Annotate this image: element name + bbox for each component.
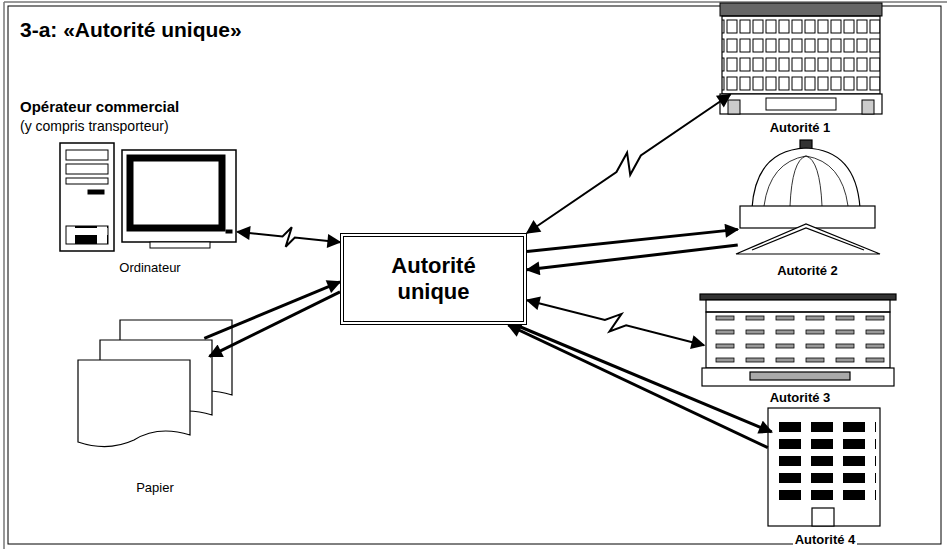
paper-flow-arrow [508,325,768,448]
windows [772,418,876,504]
electronic-link [527,300,704,345]
door [862,100,874,114]
building-icon [720,3,882,114]
ground-floor [720,94,882,114]
entrance [750,372,850,380]
drive-bay [66,150,108,160]
drive-bay [66,164,108,174]
dome-icon [736,140,880,254]
frame [4,2,947,549]
authority-node: Autorité 1 [715,0,885,135]
computer-node: Ordinateur [55,140,245,275]
electronic-link [237,227,340,246]
frame-line [8,6,941,544]
monitor [122,150,236,242]
facade [722,16,880,94]
side-label: Opérateur commercial [20,98,179,115]
button [226,230,232,233]
paper-node: Papier [70,315,240,495]
paper-icon [78,320,232,447]
dome [752,148,860,208]
authority-node: Autorité 4 [760,405,890,547]
door [728,100,740,114]
dome-ribs [764,156,848,206]
node-label: Autorité 1 [768,120,833,135]
facade [706,312,890,368]
drive-bay [66,178,108,184]
paper-flow-arrow [204,282,340,339]
node-label: Autorité 2 [775,263,840,278]
electronic-link [527,95,730,234]
authority-node: Autorité 3 [700,290,900,405]
roof [700,294,896,300]
node-label: Autorité 3 [768,390,833,405]
side-label: (y compris transporteur) [20,118,169,134]
door [812,508,834,526]
paper-flow-arrow [209,292,340,357]
authority-node: Autorité 2 [730,135,885,278]
node-label: Papier [134,480,176,495]
box-text: Autorité unique [377,253,491,306]
diagram-title: 3-a: «Autorité unique» [20,18,242,42]
attic [706,300,890,312]
node-label: Autorité 4 [793,532,858,547]
paper-sheet [78,360,190,447]
roof [720,3,882,16]
monitor-stand [150,242,210,248]
building-icon [700,294,896,386]
pediment-inner [752,228,864,250]
paper-flow-arrow [516,325,772,432]
single-authority-box: Autorité unique [340,233,527,325]
frame-line [3,2,5,549]
facade [768,408,880,526]
computer-tower [60,143,114,251]
node-label: Ordinateur [117,260,182,275]
screen [130,158,222,228]
button [88,190,104,194]
pediment [736,224,880,254]
entrance [766,98,836,110]
tower-icon [768,408,880,526]
computer-icon [60,143,236,251]
paper-flow-arrow [527,245,738,270]
vent [66,226,108,244]
ground-floor [702,368,894,386]
